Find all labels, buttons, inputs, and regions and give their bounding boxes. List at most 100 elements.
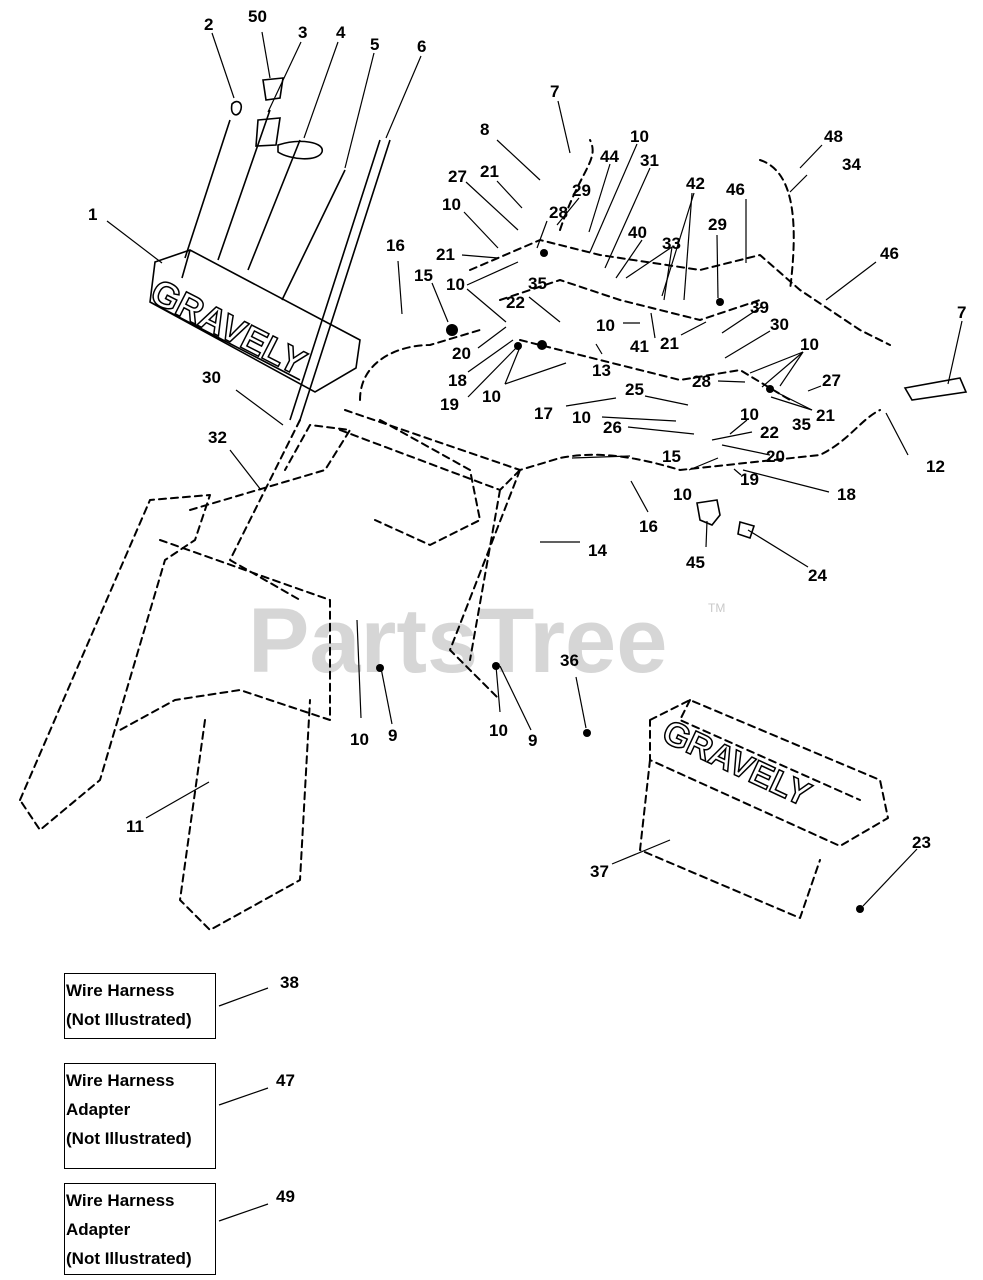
note-number: 38	[280, 973, 299, 992]
callout: 28	[692, 372, 711, 391]
callout: 30	[770, 315, 789, 334]
callout: 23	[912, 833, 931, 852]
frame-assembly: GRAVELY GRAVELY	[19, 77, 968, 931]
callout: 34	[842, 155, 861, 174]
callout: 9	[528, 731, 537, 750]
left-frame	[19, 419, 351, 931]
right-lever	[903, 377, 968, 401]
note-box-wire-harness: Wire Harness (Not Illustrated)	[64, 973, 216, 1039]
callout: 16	[639, 517, 658, 536]
callout: 18	[448, 371, 467, 390]
callout: 10	[489, 721, 508, 740]
callout: 8	[480, 120, 489, 139]
callout: 35	[792, 415, 811, 434]
callout: 48	[824, 127, 843, 146]
handlebar	[339, 329, 881, 701]
callout: 10	[446, 275, 465, 294]
callout: 10	[740, 405, 759, 424]
callout: 15	[662, 447, 681, 466]
callout: 13	[592, 361, 611, 380]
callout: 19	[740, 470, 759, 489]
note-box-wire-harness-adapter: Wire Harness Adapter (Not Illustrated)	[64, 1063, 216, 1169]
note-box-wire-harness-adapter-2: Wire Harness Adapter (Not Illustrated)	[64, 1183, 216, 1275]
callout: 40	[628, 223, 647, 242]
callout: 42	[686, 174, 705, 193]
callout: 45	[686, 553, 705, 572]
callout: 27	[448, 167, 467, 186]
note-number: 49	[276, 1187, 295, 1206]
callout: 31	[640, 151, 659, 170]
callout: 10	[673, 485, 692, 504]
callout: 12	[926, 457, 945, 476]
callout: 30	[202, 368, 221, 387]
callout: 3	[298, 23, 307, 42]
callout: 7	[957, 303, 966, 322]
callout: 10	[442, 195, 461, 214]
callout: 41	[630, 337, 649, 356]
callout: 4	[336, 23, 346, 42]
callout: 20	[452, 344, 471, 363]
lower-console	[639, 699, 889, 919]
callout: 11	[126, 817, 144, 836]
top-components	[230, 77, 323, 160]
callout: 16	[386, 236, 405, 255]
callout: 10	[630, 127, 649, 146]
callout: 21	[816, 406, 835, 425]
handle-rods	[184, 109, 391, 421]
callout: 21	[436, 245, 455, 264]
callout-labels: 1 2 50 3 4 5 6 7 8 10 44 31 27 21 29 28 …	[88, 7, 966, 881]
callout: 22	[506, 293, 525, 312]
callout: 2	[204, 15, 213, 34]
note-line: (Not Illustrated)	[66, 1129, 192, 1148]
harness-cluster	[469, 139, 891, 401]
callout: 15	[414, 266, 433, 285]
callout: 22	[760, 423, 779, 442]
callout: 10	[572, 408, 591, 427]
callout: 10	[350, 730, 369, 749]
note-line: Adapter	[66, 1100, 131, 1119]
watermark-tm: TM	[708, 601, 725, 615]
watermark: PartsTree	[248, 590, 667, 692]
callout: 35	[528, 274, 547, 293]
callout: 10	[482, 387, 501, 406]
callout: 10	[596, 316, 615, 335]
callout: 18	[837, 485, 856, 504]
callout: 28	[549, 203, 568, 222]
callout: 36	[560, 651, 579, 670]
note-line: (Not Illustrated)	[66, 1249, 192, 1268]
callout: 32	[208, 428, 227, 447]
callout: 46	[726, 180, 745, 199]
callout: 6	[417, 37, 426, 56]
note-line: Wire Harness	[66, 1191, 175, 1210]
callout: 37	[590, 862, 609, 881]
callout: 9	[388, 726, 397, 745]
callout: 26	[603, 418, 622, 437]
callout: 1	[88, 205, 97, 224]
callout: 46	[880, 244, 899, 263]
callout: 14	[588, 541, 607, 560]
callout: 44	[600, 147, 619, 166]
callout: 21	[480, 162, 499, 181]
callout: 33	[662, 234, 681, 253]
callout: 39	[750, 298, 769, 317]
callout: 29	[572, 181, 591, 200]
note-line: Wire Harness	[66, 1071, 175, 1090]
callout: 50	[248, 7, 267, 26]
callout: 20	[766, 447, 785, 466]
leader-lines	[106, 31, 963, 1222]
note-line: Wire Harness	[66, 981, 175, 1000]
callout: 21	[660, 334, 679, 353]
note-line: Adapter	[66, 1220, 131, 1239]
callout: 7	[550, 82, 559, 101]
callout: 29	[708, 215, 727, 234]
note-number: 47	[276, 1071, 295, 1090]
callout: 10	[800, 335, 819, 354]
callout: 5	[370, 35, 379, 54]
callout: 19	[440, 395, 459, 414]
callout: 25	[625, 380, 644, 399]
callout: 24	[808, 566, 827, 585]
note-line: (Not Illustrated)	[66, 1010, 192, 1029]
console	[149, 249, 361, 393]
callout: 27	[822, 371, 841, 390]
